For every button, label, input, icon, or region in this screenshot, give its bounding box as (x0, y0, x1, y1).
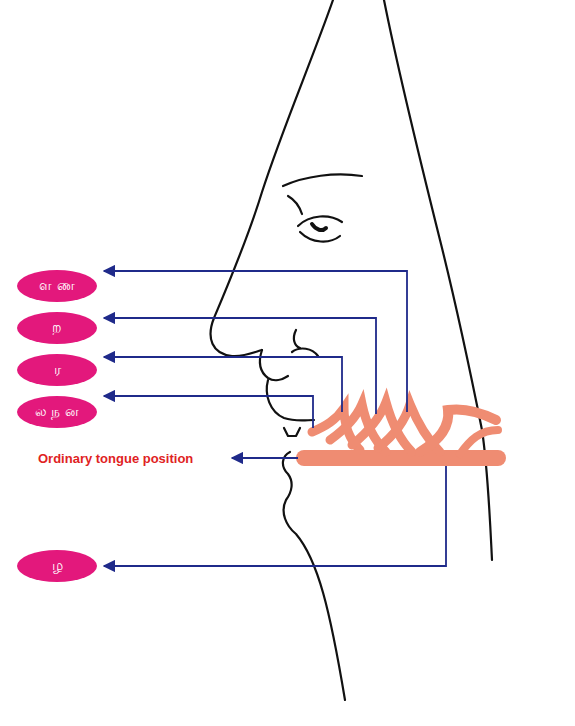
letter-group: ள ண (39, 278, 74, 293)
tongue-positions (304, 402, 498, 458)
face-outline (211, 0, 492, 700)
letter-group: ற (52, 320, 62, 335)
sound-oval: ற (17, 312, 97, 344)
letter-group: ழ (52, 558, 63, 573)
sound-oval: ழ (17, 550, 97, 582)
sound-oval: ர (17, 354, 97, 386)
sound-oval: ள ண (17, 270, 97, 302)
letter-group: ல ந ன (35, 404, 79, 419)
leader-lines (104, 271, 446, 566)
letter-group: ர (54, 362, 61, 377)
sound-oval: ல ந ன (17, 396, 97, 428)
caption-label: Ordinary tongue position (38, 451, 193, 466)
